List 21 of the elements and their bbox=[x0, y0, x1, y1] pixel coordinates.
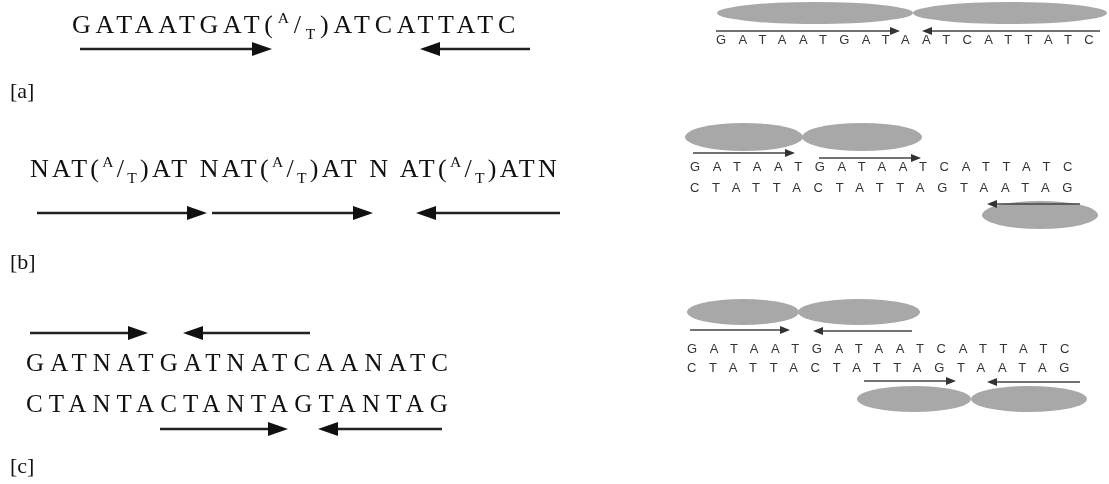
protein-ellipse bbox=[687, 299, 799, 325]
protein-ellipse bbox=[971, 386, 1087, 412]
protein-ellipse bbox=[685, 123, 803, 151]
protein-ellipse bbox=[982, 201, 1098, 229]
sequence-text: GATAATGATAATCATTATC bbox=[690, 160, 1085, 173]
sequence-text: CTATTACTATTAGTAATAG bbox=[687, 361, 1082, 374]
sequence-text: GATAATGAT($^{A}$/$_{T}$)ATCATTATC bbox=[72, 12, 520, 38]
panel-label: [b] bbox=[10, 251, 36, 273]
protein-ellipse bbox=[802, 123, 922, 151]
protein-ellipse bbox=[913, 2, 1107, 24]
sequence-text: GATAATGATAATCATTATC bbox=[716, 33, 1106, 46]
panel-label: [c] bbox=[10, 455, 35, 477]
protein-ellipse bbox=[717, 2, 913, 24]
sequence-text: CTATTACTATTAGTAATAG bbox=[690, 181, 1085, 194]
sequence-text: CTANTACTANTAGTANTAG bbox=[26, 391, 454, 416]
panel-label: [a] bbox=[10, 80, 35, 102]
protein-ellipse bbox=[857, 386, 971, 412]
sequence-text: GATAATGATAATCATTATC bbox=[687, 342, 1082, 355]
protein-ellipse bbox=[798, 299, 920, 325]
sequence-text: NAT($^{A}$/$_{T}$)AT NAT($^{A}$/$_{T}$)AT N AT($^{A}$/$_{T}$)ATN bbox=[30, 156, 560, 182]
sequence-text: GATNATGATNATCAANATC bbox=[26, 350, 454, 375]
